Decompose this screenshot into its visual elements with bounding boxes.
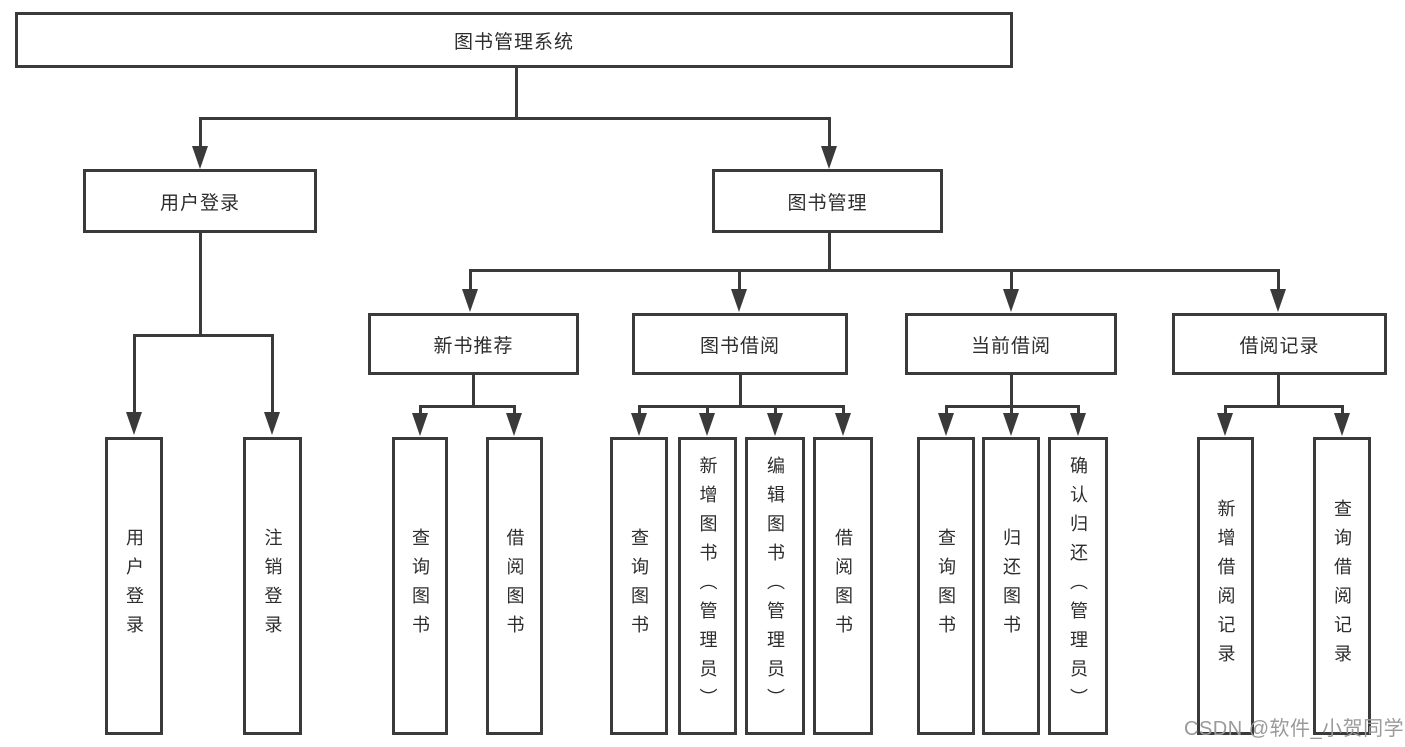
connector-line (199, 117, 831, 120)
connector-line (469, 269, 472, 292)
connector-line (1277, 269, 1280, 292)
connector-line (1010, 375, 1013, 407)
leaf-label: 归还图书 (1001, 528, 1021, 644)
connector-line (774, 405, 777, 415)
connector-line (638, 405, 641, 415)
arrow-down-icon (821, 146, 837, 169)
leaf-label: 查询图书 (410, 528, 430, 644)
arrow-down-icon (731, 289, 747, 312)
connector-line (1277, 375, 1280, 407)
connector-line (419, 405, 422, 415)
connector-line (133, 334, 136, 414)
leaf-return-books: 归还图书 (982, 437, 1040, 735)
leaf-label: 用户登录 (124, 528, 144, 644)
leaf-user-login: 用户登录 (105, 437, 163, 735)
arrow-down-icon (1217, 413, 1233, 436)
arrow-down-icon (412, 413, 428, 436)
leaf-borrow-books-borrowing: 借阅图书 (813, 437, 873, 735)
node-borrowing-records: 借阅记录 (1172, 313, 1387, 375)
connector-line (1224, 405, 1227, 415)
leaf-query-books-recommend: 查询图书 (392, 437, 448, 735)
arrow-down-icon (1003, 413, 1019, 436)
connector-line (706, 405, 709, 415)
node-new-book-recommendation: 新书推荐 (368, 313, 579, 375)
arrow-down-icon (1070, 413, 1086, 436)
leaf-label: 注销登录 (262, 528, 283, 644)
arrow-down-icon (264, 412, 280, 435)
connector-line (842, 405, 845, 415)
connector-line (1341, 405, 1344, 415)
connector-line (199, 117, 202, 148)
arrow-down-icon (1270, 289, 1286, 312)
arrow-down-icon (126, 412, 142, 435)
arrow-down-icon (1334, 413, 1350, 436)
arrow-down-icon (938, 413, 954, 436)
leaf-label: 查询图书 (629, 528, 649, 644)
node-user-login: 用户登录 (83, 169, 317, 233)
leaf-label: 新增借阅记录 (1215, 499, 1236, 673)
node-library-management-system: 图书管理系统 (15, 12, 1013, 68)
leaf-logout: 注销登录 (243, 437, 302, 735)
connector-line (199, 233, 202, 336)
arrow-down-icon (767, 413, 783, 436)
connector-line (271, 334, 274, 414)
leaf-edit-books-admin: 编辑图书（管理员） (745, 437, 805, 735)
leaf-label: 确认归还（管理员） (1068, 455, 1088, 717)
connector-line (638, 405, 844, 408)
arrow-down-icon (631, 413, 647, 436)
connector-line (419, 405, 516, 408)
connector-line (828, 233, 831, 272)
arrow-down-icon (506, 413, 522, 436)
leaf-confirm-return-admin: 确认归还（管理员） (1048, 437, 1108, 735)
connector-line (828, 117, 831, 148)
leaf-label: 借阅图书 (504, 528, 525, 644)
arrow-down-icon (699, 413, 715, 436)
leaf-add-borrow-record: 新增借阅记录 (1197, 437, 1254, 735)
arrow-down-icon (192, 146, 208, 169)
connector-line (1077, 405, 1080, 415)
connector-line (945, 405, 948, 415)
arrow-down-icon (462, 289, 478, 312)
connector-line (1010, 269, 1013, 292)
leaf-query-books-borrowing: 查询图书 (610, 437, 668, 735)
csdn-watermark: CSDN @软件_小贺同学 (1184, 718, 1405, 740)
connector-line (1010, 405, 1013, 415)
connector-line (738, 269, 741, 292)
leaf-label: 借阅图书 (833, 528, 853, 644)
arrow-down-icon (835, 413, 851, 436)
connector-line (469, 269, 1280, 272)
arrow-down-icon (1003, 289, 1019, 312)
leaf-add-books-admin: 新增图书（管理员） (678, 437, 737, 735)
node-book-management: 图书管理 (712, 169, 943, 233)
connector-line (133, 334, 274, 337)
leaf-label: 查询图书 (936, 528, 956, 644)
leaf-label: 查询借阅记录 (1332, 499, 1352, 673)
connector-line (513, 405, 516, 415)
connector-line (1224, 405, 1343, 408)
leaf-query-borrow-record: 查询借阅记录 (1313, 437, 1371, 735)
connector-line (515, 68, 518, 119)
leaf-label: 新增图书（管理员） (697, 455, 718, 717)
connector-line (739, 375, 742, 407)
leaf-query-books-current: 查询图书 (917, 437, 975, 735)
leaf-label: 编辑图书（管理员） (765, 455, 785, 717)
node-book-borrowing: 图书借阅 (632, 313, 848, 375)
connector-line (472, 375, 475, 407)
leaf-borrow-books-recommend: 借阅图书 (486, 437, 543, 735)
node-current-borrowing: 当前借阅 (905, 313, 1117, 375)
